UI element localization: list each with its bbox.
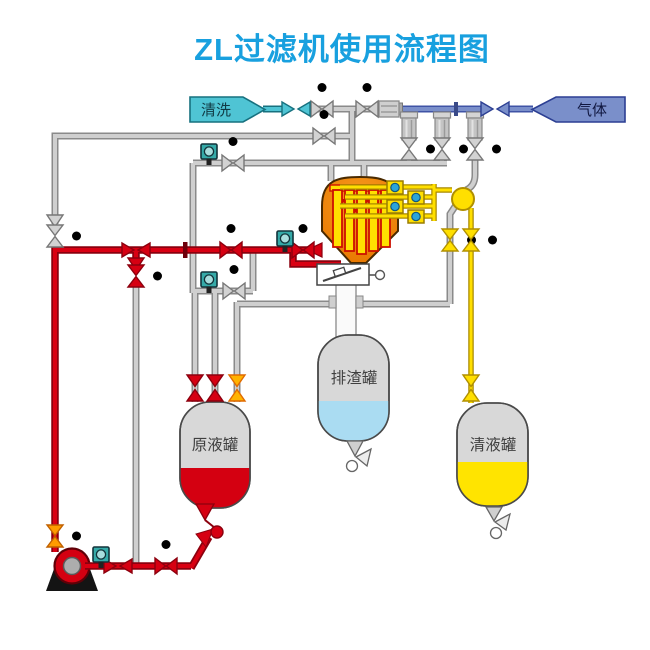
drain-branch-valve [126, 257, 162, 288]
slag-tank-label: 排渣罐 [331, 369, 378, 387]
clear-tank-outlet [484, 506, 511, 540]
flow-indicator [407, 190, 425, 205]
air-filter-icon [432, 111, 452, 141]
feed-pump [46, 547, 98, 591]
flow-arrow-diagonal [195, 528, 214, 549]
gas-drop-valve [466, 137, 501, 161]
valves-and-instruments [45, 83, 510, 575]
slag-tank-outlet [345, 440, 372, 473]
gas-drop-valve [433, 137, 468, 161]
pipe-flange [355, 295, 364, 309]
pipe-flange [328, 295, 337, 309]
gas-inlet-arrow: 气体 [530, 96, 626, 123]
slag-liquid-level [318, 401, 389, 441]
clear-liquid-level [457, 462, 528, 506]
flow-indicators [386, 180, 425, 224]
slag-discharge [316, 263, 386, 338]
distribution-ball [451, 187, 475, 211]
raw-liquid-level [180, 468, 250, 508]
gas-drop-valve [400, 137, 435, 161]
pipe-flange [183, 242, 188, 258]
gas-check-valve [480, 101, 510, 117]
page-title: ZL过滤机使用流程图 [194, 32, 490, 67]
raw-tank-label: 原液罐 [192, 436, 239, 454]
flow-indicator [407, 209, 425, 224]
filtrate-pipes-yellow [340, 184, 474, 403]
raw-tank-outlet [194, 503, 224, 539]
wash-down-valve [45, 214, 81, 248]
gas-pipe-blue [398, 102, 533, 116]
pipe-flange [454, 102, 458, 116]
wash-check-valve [281, 101, 311, 117]
wash-label: 清洗 [201, 102, 231, 119]
clear-liquid-tank: 清液罐 [456, 402, 529, 540]
wash-inlet-arrow: 清洗 [189, 96, 267, 123]
gas-label: 气体 [577, 102, 607, 119]
discharge-pipe [335, 283, 357, 338]
slag-tank: 排渣罐 [317, 334, 390, 473]
air-filter-icon [399, 111, 419, 141]
utility-pipes-gray [51, 105, 479, 566]
discharge-valve [316, 263, 386, 286]
muffler [375, 100, 403, 118]
flow-indicator [386, 199, 404, 214]
flow-indicator [386, 180, 404, 195]
clear-tank-label: 清液罐 [470, 436, 517, 454]
raw-liquid-tank: 原液罐 [179, 401, 251, 539]
pump-hub [62, 556, 82, 576]
